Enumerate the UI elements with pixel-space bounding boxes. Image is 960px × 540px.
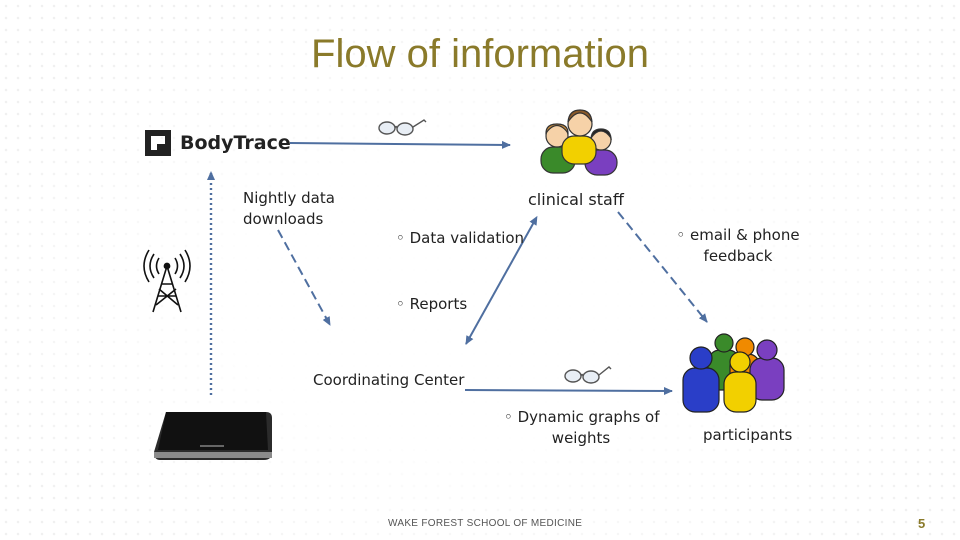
email-line1: ◦ email & phone [676, 226, 800, 244]
participants-label: participants [703, 426, 793, 444]
page-number: 5 [918, 516, 926, 531]
antenna-tower-icon [143, 249, 191, 313]
arrow-staff-center-bidirectional [465, 215, 538, 345]
email-feedback-label: ◦ email & phone feedback [676, 225, 800, 267]
nightly-line1: Nightly data [243, 189, 335, 207]
arrow-bodytrace-to-staff [289, 140, 511, 149]
arrow-staff-to-participants [617, 211, 708, 323]
bodytrace-logo: BodyTrace [143, 128, 291, 158]
nightly-line2: downloads [243, 210, 324, 228]
participants-icon [682, 333, 785, 413]
logo-text: BodyTrace [180, 132, 291, 154]
glasses-icon [378, 119, 427, 136]
arrow-center-to-participants [464, 386, 673, 395]
arrow-bodytrace-to-center [277, 229, 331, 326]
coordinating-center-label: Coordinating Center [313, 371, 465, 389]
reports-label: ◦ Reports [396, 295, 468, 313]
graphs-line2: weights [551, 429, 611, 447]
footer-text: WAKE FOREST SCHOOL OF MEDICINE [388, 518, 583, 529]
clinical-staff-icon [540, 109, 618, 176]
bodytrace-logo-icon [145, 130, 171, 156]
graphs-line1: ◦ Dynamic graphs of [504, 408, 660, 426]
clinical-staff-label: clinical staff [528, 190, 624, 209]
data-validation-label: ◦ Data validation [396, 229, 525, 247]
glasses-icon [564, 366, 612, 384]
nightly-downloads-label: Nightly data downloads [243, 188, 335, 230]
dynamic-graphs-label: ◦ Dynamic graphs of weights [504, 407, 660, 449]
scale-icon [154, 412, 272, 460]
slide-title: Flow of information [311, 32, 649, 76]
email-line2: feedback [703, 247, 773, 265]
